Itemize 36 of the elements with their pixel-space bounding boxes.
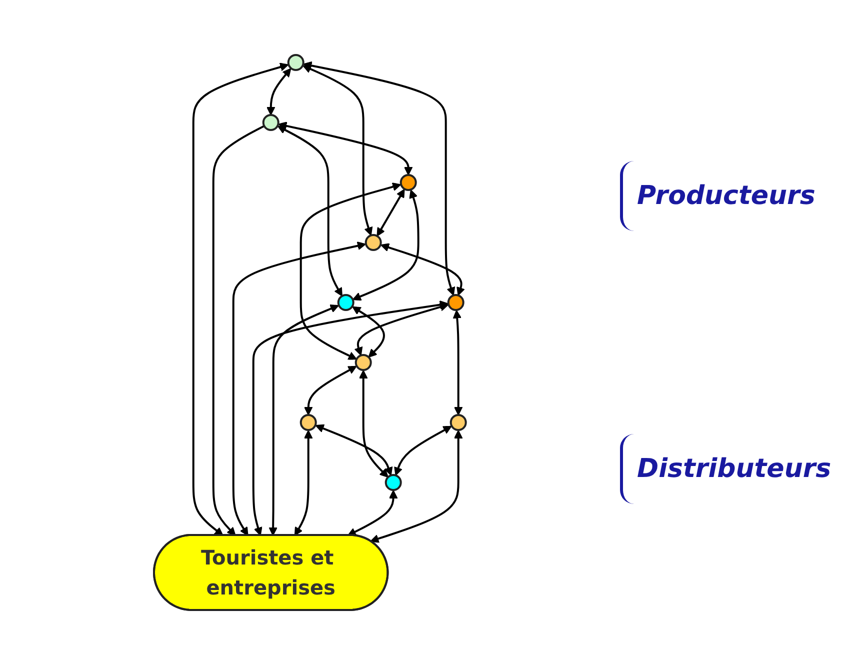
arrow	[266, 68, 292, 116]
arrow	[352, 306, 385, 358]
arrow	[315, 424, 393, 476]
arrow	[452, 310, 463, 416]
arrow	[192, 62, 289, 536]
arrow	[232, 242, 366, 536]
arrow	[376, 188, 405, 236]
arrow	[278, 122, 413, 176]
arrow	[252, 300, 448, 536]
arrow	[370, 430, 463, 543]
arrow	[302, 64, 373, 236]
arrow	[268, 304, 340, 536]
node-circle	[262, 114, 280, 131]
node-circle	[447, 294, 464, 311]
arrow	[380, 243, 466, 296]
node-circle	[364, 234, 382, 251]
group-label: Producteurs	[620, 161, 816, 232]
arrow	[359, 370, 389, 478]
arrow	[303, 61, 456, 296]
arrow	[212, 125, 265, 536]
node-circle	[450, 414, 467, 431]
arrow	[348, 490, 398, 536]
arrow	[304, 366, 357, 416]
node-circle	[400, 174, 417, 191]
arrow	[300, 182, 402, 360]
node-circle	[287, 54, 304, 72]
node-circle	[300, 414, 317, 431]
group-label: Distributeurs	[620, 434, 832, 504]
node-circle	[354, 354, 372, 371]
arrow	[354, 302, 449, 356]
arrow	[352, 190, 420, 301]
arrow	[278, 126, 343, 296]
node-circle	[384, 474, 402, 491]
arrow	[294, 430, 313, 536]
arrow	[394, 426, 452, 476]
node-circle	[337, 294, 354, 311]
